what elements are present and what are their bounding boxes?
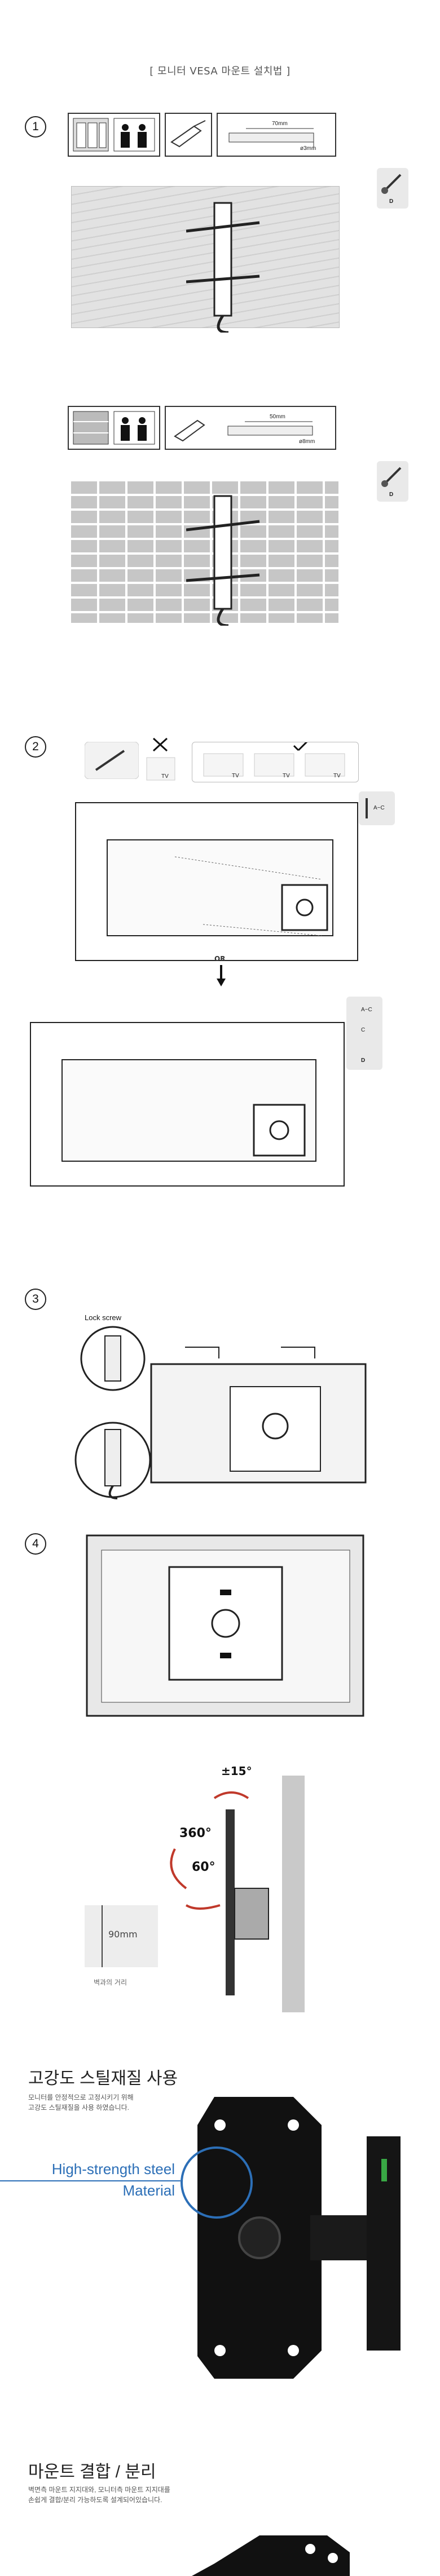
screw-icon xyxy=(381,174,402,194)
steel-callout-line-1: High-strength steel xyxy=(51,2161,175,2177)
part-ac-label: A~C xyxy=(373,805,385,811)
distance-caption: 벽과의 거리 xyxy=(94,1979,127,1986)
steel-callout-line-2: Material xyxy=(122,2182,175,2199)
brick-and-people-icons xyxy=(73,411,155,445)
wood-hole-spec-box: 70mm ø3mm xyxy=(217,113,336,157)
lock-screw-label: Lock screw xyxy=(85,1313,122,1322)
part-right-ac-label: A~C xyxy=(361,1007,372,1013)
feature-steel-heading: 고강도 스틸재질 사용 xyxy=(28,2069,178,2088)
wall-distance-line xyxy=(102,1905,103,1967)
step-number-1: 1 xyxy=(25,116,46,138)
monitor-back-illustration-2 xyxy=(30,1022,345,1187)
part-d-label-2: D xyxy=(389,492,394,498)
feature-mount-heading: 마운트 결합 / 분리 xyxy=(28,2463,156,2481)
monitor-hang-illustration xyxy=(150,1347,367,1484)
screw-part-ac-chip: A~C xyxy=(359,791,395,825)
screw-options-drawing xyxy=(203,742,345,777)
steel-bracket-photo xyxy=(197,2097,401,2379)
wood-depth-label: 70mm xyxy=(272,121,288,127)
mounted-monitor-illustration xyxy=(86,1534,364,1717)
wood-diameter-label: ø3mm xyxy=(300,145,316,152)
screw-part-d-chip: D xyxy=(377,168,408,209)
screw-parts-right-chip: A~C C D xyxy=(346,997,382,1070)
incorrect-mount-icon xyxy=(146,737,175,781)
tv-label-2: TV xyxy=(232,773,239,779)
steel-callout-circle xyxy=(181,2146,253,2219)
drill-icon-box xyxy=(165,113,212,157)
brick-icons-box xyxy=(68,406,160,450)
brick-diameter-label: ø8mm xyxy=(299,439,315,445)
brick-drill-diagram xyxy=(174,419,313,442)
wood-wall-illustration xyxy=(71,186,340,328)
page-title: [ 모니터 VESA 마운트 설치법 ] xyxy=(149,65,291,77)
tv-label-1: TV xyxy=(161,773,169,780)
part-d-label: D xyxy=(389,198,394,205)
screw-part-d-chip-2: D xyxy=(377,461,408,502)
steel-callout-line xyxy=(0,2180,181,2181)
tv-label-3: TV xyxy=(283,773,290,779)
feature-mount-desc-2: 손쉽게 결합/분리 가능하도록 설계되어있습니다. xyxy=(28,2496,162,2504)
brick-depth-label: 50mm xyxy=(270,414,285,420)
hole-depth-diagram xyxy=(228,128,314,150)
tv-label-4: TV xyxy=(333,773,341,779)
part-right-d-label: D xyxy=(361,1057,366,1064)
screw-icon xyxy=(366,798,368,818)
feature-steel-desc-2: 고강도 스틸재질을 사용 하였습니다. xyxy=(28,2104,129,2112)
distance-label: 90mm xyxy=(108,1929,138,1940)
feature-mount-desc-1: 벽면측 마운트 지지대와, 모니터측 마운트 지지대를 xyxy=(28,2486,170,2494)
mount-bracket-photo xyxy=(192,2535,350,2576)
wall-bracket-drawing-2 xyxy=(186,495,260,626)
wall-bracket-drawing xyxy=(186,202,260,333)
rotation-side-illustration xyxy=(170,1776,305,2012)
brick-hole-spec-box: 50mm ø8mm xyxy=(165,406,336,450)
wood-icons-box xyxy=(68,113,160,157)
arrow-down-icon xyxy=(217,965,226,986)
drill-icon xyxy=(170,120,206,148)
step-number-4: 4 xyxy=(25,1533,46,1555)
or-label: OR xyxy=(214,955,226,963)
wall-distance-box xyxy=(85,1905,158,1967)
step-number-2: 2 xyxy=(25,736,46,758)
monitor-back-illustration-1 xyxy=(75,802,358,961)
screwdriver-icon xyxy=(85,742,139,779)
feature-steel-desc-1: 모니터를 안정적으로 고정시키기 위해 xyxy=(28,2093,134,2101)
swivel-label: 360° xyxy=(179,1826,212,1840)
wood-and-people-icons xyxy=(73,118,155,152)
step-number-3: 3 xyxy=(25,1289,46,1310)
tilt-label: ±15° xyxy=(221,1764,252,1778)
lock-screw-detail xyxy=(74,1326,151,1499)
brick-wall-illustration xyxy=(71,479,338,623)
screw-length-options: TV TV TV xyxy=(192,742,359,782)
screw-icon xyxy=(381,467,402,487)
part-right-c-label: C xyxy=(361,1027,366,1033)
pan-label: 60° xyxy=(192,1860,215,1874)
